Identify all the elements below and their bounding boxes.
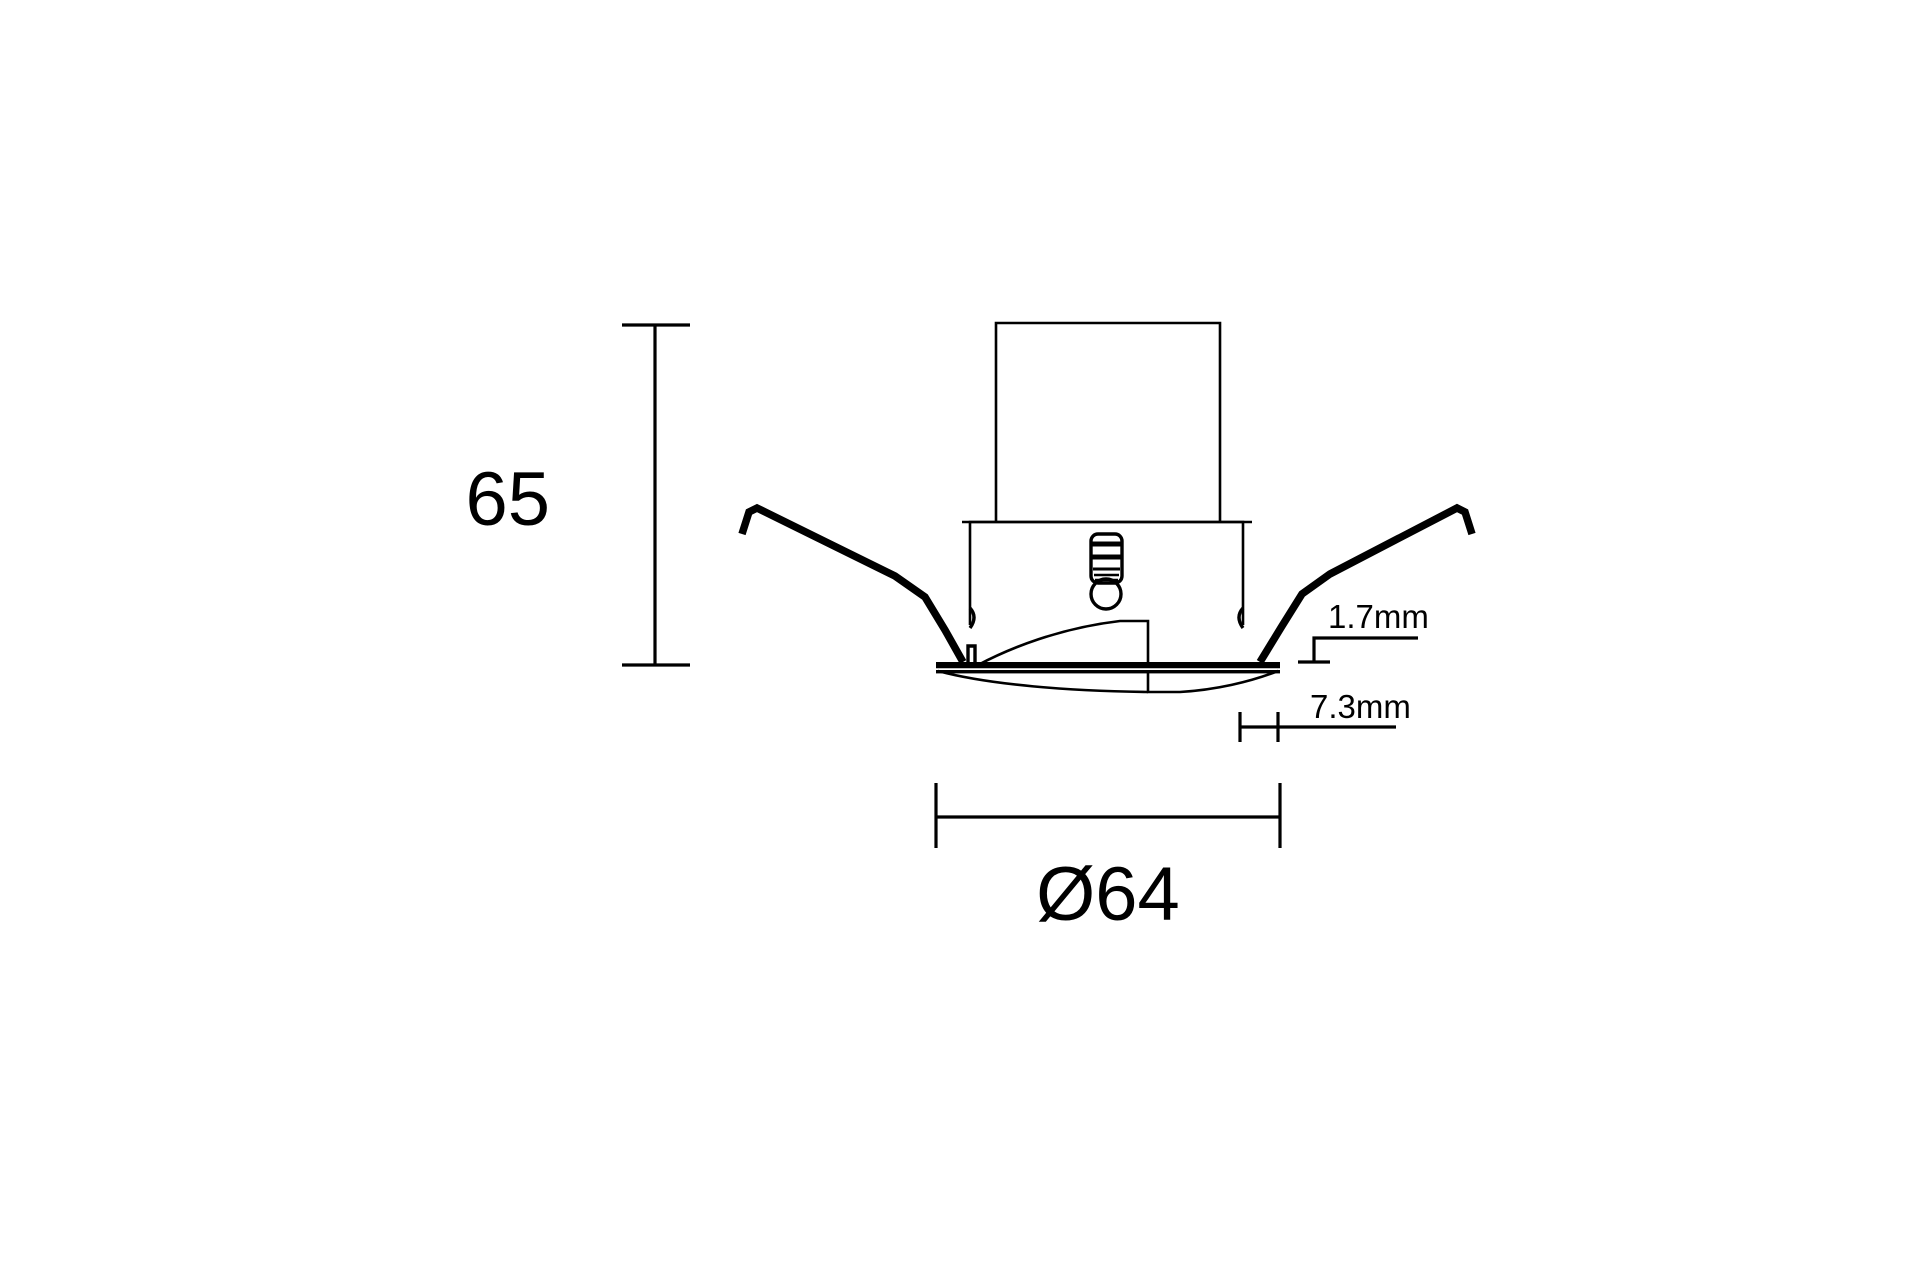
- left-mounting-spring-clip: [738, 503, 967, 664]
- trim-thickness-label: 1.7mm: [1328, 598, 1429, 635]
- lower-housing-left-notch: [968, 606, 976, 629]
- upper-housing-outline: [994, 321, 1222, 521]
- lower-housing-right-notch: [1237, 606, 1245, 629]
- trim-flange-top-face: [936, 662, 1280, 667]
- right-mounting-spring-clip: [1256, 503, 1476, 664]
- internal-reflector-profile: [937, 619, 1279, 694]
- lower-housing-box: [962, 520, 1252, 629]
- threaded-stud-detail: [1089, 532, 1124, 611]
- left-spring-arm: [738, 503, 967, 664]
- diameter-dimension-group: Ø64: [934, 783, 1282, 937]
- reflector-upper-curve: [977, 619, 1150, 667]
- right-spring-arm: [1256, 503, 1476, 664]
- stud-nut-circle: [1089, 577, 1123, 611]
- reflector-retaining-tab: [966, 644, 977, 664]
- threaded-stud-body: [1089, 532, 1124, 585]
- trim-thickness-leader-line: [1312, 636, 1418, 662]
- trim-flange-bottom-face: [936, 670, 1280, 674]
- reflector-left-underside: [937, 669, 1149, 694]
- reflector-lower-curve: [1146, 669, 1279, 694]
- height-dimension-label: 65: [465, 457, 550, 542]
- trim-offset-label: 7.3mm: [1310, 688, 1411, 725]
- height-dimension-group: 65: [465, 323, 690, 667]
- trim-offset-dimension-group: 7.3mm: [1238, 688, 1411, 742]
- diameter-label: Ø64: [1036, 852, 1180, 937]
- trim-flange-plate: [936, 662, 1280, 674]
- upper-housing-box: [994, 321, 1222, 521]
- trim-thickness-dimension-group: 1.7mm: [1298, 598, 1429, 664]
